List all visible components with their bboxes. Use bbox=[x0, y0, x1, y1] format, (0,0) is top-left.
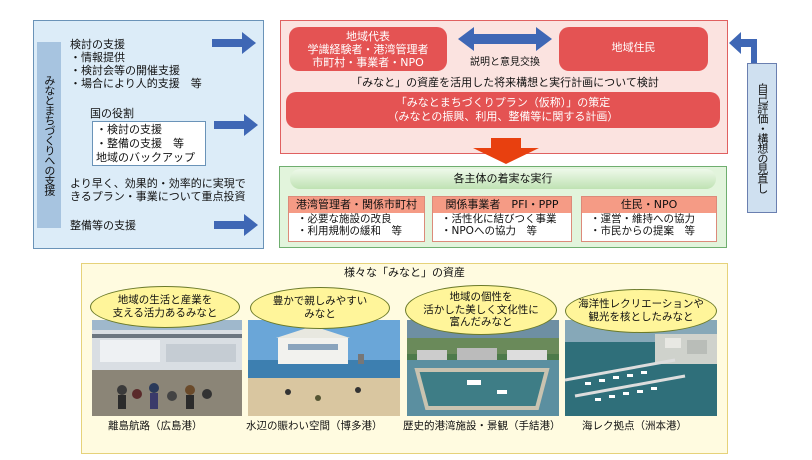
bubble-line: 観光を核としたみなと bbox=[588, 311, 694, 323]
party-item: ・活性化に結びつく事業 bbox=[441, 212, 557, 225]
bubble-line: 地域の個性を bbox=[449, 291, 513, 304]
bubble-friendly-port: 豊かで親しみやすい みなと bbox=[250, 287, 390, 329]
nation-role-item: ・整備の支援 等 bbox=[96, 136, 184, 150]
consider-text: 「みなと」の資産を活用した将来構想と実行計画について検討 bbox=[351, 76, 659, 89]
down-arrow-icon bbox=[473, 138, 539, 164]
party-item: ・運営・維持への協力 bbox=[590, 212, 695, 225]
plan-line: （みなとの振興、利用、整備等に関する計画） bbox=[387, 109, 619, 123]
caption-historic: 歴史的港湾施設・景観（手結港） bbox=[403, 420, 561, 432]
party-title: 住民・NPO bbox=[582, 197, 716, 213]
bubble-cultural-port: 地域の個性を 活かした美しく文化性に 富んだみなと bbox=[405, 285, 557, 335]
efficiency-line: より早く、効果的・効率的に実現で bbox=[70, 177, 246, 190]
efficiency-line: きるプラン・事業について重点投資 bbox=[70, 190, 246, 203]
party-port-managers: 港湾管理者・関係市町村 ・必要な施設の改良 ・利用規制の緩和 等 bbox=[288, 196, 425, 242]
bubble-line: 海洋性レクリエーションや bbox=[578, 298, 704, 311]
resources-title: 様々な「みなと」の資産 bbox=[344, 266, 465, 279]
party-item: ・市民からの提案 等 bbox=[590, 225, 695, 238]
bubble-vitality-port: 地域の生活と産業を 支える活力あるみなと bbox=[90, 286, 240, 328]
bubble-line: 富んだみなと bbox=[449, 316, 513, 329]
bubble-line: 豊かで親しみやすい bbox=[272, 295, 368, 308]
rep-line: 学識経験者・港湾管理者 bbox=[307, 42, 429, 56]
regional-representatives-pill: 地域代表 学識経験者・港湾管理者 市町村・事業者・NPO bbox=[289, 27, 447, 71]
plan-line: 「みなとまちづくりプラン（仮称）」の策定 bbox=[395, 96, 611, 109]
rep-line: 地域代表 bbox=[346, 30, 390, 43]
feedback-label: 自己評価・構想の見直し bbox=[755, 83, 769, 193]
caption-marina: 海レク拠点（洲本港） bbox=[582, 420, 687, 432]
caption-waterfront: 水辺の賑わい空間（博多港） bbox=[246, 420, 383, 432]
nation-role-heading: 国の役割 bbox=[90, 107, 134, 120]
party-title: 関係事業者 PFI・PPP bbox=[433, 197, 571, 213]
study-support-item: ・場合により人的支援 等 bbox=[70, 77, 202, 90]
party-residents-npo: 住民・NPO ・運営・維持への協力 ・市民からの提案 等 bbox=[581, 196, 717, 242]
photo-ferry-hiroshima bbox=[92, 320, 242, 416]
caption-ferry: 離島航路（広島港） bbox=[108, 420, 203, 432]
nation-role-item: ・検討の支援 bbox=[96, 123, 162, 136]
photo-waterfront-hakata bbox=[248, 320, 400, 416]
exchange-arrow-group: 説明と意見交換 bbox=[458, 26, 552, 72]
party-item: ・利用規制の緩和 等 bbox=[297, 225, 402, 238]
party-title: 港湾管理者・関係市町村 bbox=[289, 197, 424, 213]
nation-backup: 地域のバックアップ bbox=[96, 150, 195, 164]
study-support-heading: 検討の支援 bbox=[70, 38, 125, 51]
bubble-line: みなと bbox=[304, 308, 336, 320]
exchange-label: 説明と意見交換 bbox=[470, 57, 540, 68]
photo-marina-sumoto bbox=[565, 320, 717, 416]
study-support-item: ・検討会等の開催支援 bbox=[70, 64, 180, 77]
arrow-right-icon bbox=[214, 214, 258, 236]
arrow-right-icon bbox=[212, 32, 256, 54]
party-businesses: 関係事業者 PFI・PPP ・活性化に結びつく事業 ・NPOへの協力 等 bbox=[432, 196, 572, 242]
party-item: ・必要な施設の改良 bbox=[297, 212, 392, 225]
party-item: ・NPOへの協力 等 bbox=[441, 225, 537, 238]
maintenance-support: 整備等の支援 bbox=[70, 219, 136, 232]
residents-pill: 地域住民 bbox=[559, 27, 708, 71]
study-support-item: ・情報提供 bbox=[70, 51, 125, 64]
nation-role-box: ・検討の支援 ・整備の支援 等 地域のバックアップ bbox=[92, 121, 206, 166]
plan-formulation-pill: 「みなとまちづくりプラン（仮称）」の策定 （みなとの振興、利用、整備等に関する計… bbox=[286, 92, 720, 128]
implementation-header: 各主体の着実な実行 bbox=[290, 169, 716, 189]
bubble-line: 活かした美しく文化性に bbox=[423, 303, 539, 316]
arrow-right-icon bbox=[214, 114, 258, 136]
feedback-arrow-icon bbox=[729, 32, 757, 64]
feedback-bar: 自己評価・構想の見直し bbox=[747, 63, 777, 213]
support-vertical-label: みなとまちづくりへの支援 bbox=[37, 42, 61, 228]
photo-historic-tei bbox=[407, 320, 559, 416]
double-arrow-icon bbox=[458, 27, 552, 51]
bubble-line: 地域の生活と産業を bbox=[117, 294, 213, 307]
bubble-line: 支える活力あるみなと bbox=[112, 307, 218, 319]
rep-line: 市町村・事業者・NPO bbox=[312, 55, 424, 69]
bubble-recreation-port: 海洋性レクリエーションや 観光を核としたみなと bbox=[565, 289, 717, 333]
